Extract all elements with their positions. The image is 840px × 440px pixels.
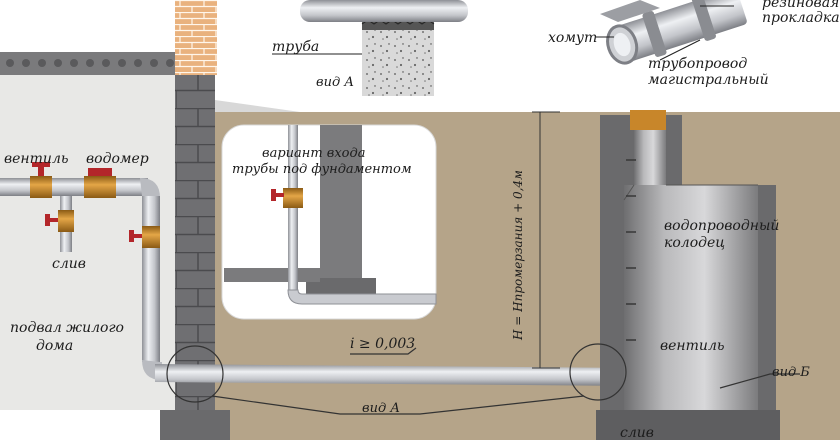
valve-left [30,162,52,198]
floor-slab [0,52,175,75]
top-pipe [300,0,468,22]
inset-title: вариант входа трубы под фундаментом [232,146,412,177]
water-meter-label: водомер [86,151,149,167]
inset-panel [221,124,437,320]
house-pipe-horizontal [0,178,148,196]
clamp-label: хомут [548,30,597,46]
house-pipe-vertical [142,196,160,362]
main-supply-pipe [155,364,640,386]
slope-label: i ≥ 0,003 [350,336,415,352]
drain-valve-left [45,210,74,232]
clamp-detail [596,0,747,65]
rubber-pad-label: резиновая прокладка [762,0,840,26]
view-a-detail [272,0,468,96]
view-markers [166,343,800,415]
well-hatch [630,110,666,130]
depth-dimension [532,111,560,369]
water-well [596,110,780,440]
labels: резиновая прокладка хомут труба вид А тр… [4,0,840,440]
clamp-ring-1 [642,11,667,57]
depth-label: H = Hпромерзания + 0,4м [511,170,525,341]
view-a-top-label: вид А [316,75,354,90]
foundation-footing [160,410,230,440]
main-pipeline-label: трубопровод магистральный [648,56,769,88]
riser-valve [129,226,160,248]
valve-right-label: вентиль [660,338,724,354]
view-a-circle-house [166,345,224,403]
clamp-ring-2 [691,0,716,41]
view-a-circle-well [569,343,627,401]
drain-left-label: слив [52,256,86,272]
brick-wall [175,0,217,75]
pipe-label: труба [272,39,319,55]
view-b-label: вид Б [772,365,810,380]
clamp-pipe [615,0,747,63]
drain-right-label: слив [620,425,654,440]
inset-valve [271,188,303,208]
blind-area [215,100,300,112]
water-meter [84,168,116,198]
inset-pipe-vertical [288,125,298,295]
well-label: водопроводный колодец [664,218,784,251]
valve-left-label: вентиль [4,151,68,167]
basement-label: подвал жилого дома [10,320,128,354]
view-a-bottom-label: вид А [362,401,400,416]
